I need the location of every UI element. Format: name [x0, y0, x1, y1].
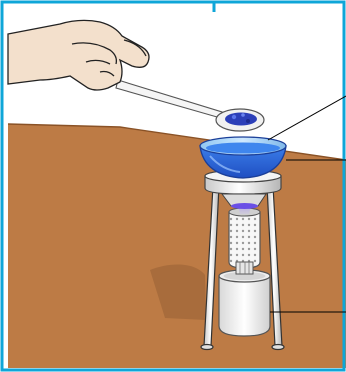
table-surface — [8, 124, 346, 368]
collection-cup — [219, 270, 270, 336]
filter-basket — [229, 208, 260, 274]
